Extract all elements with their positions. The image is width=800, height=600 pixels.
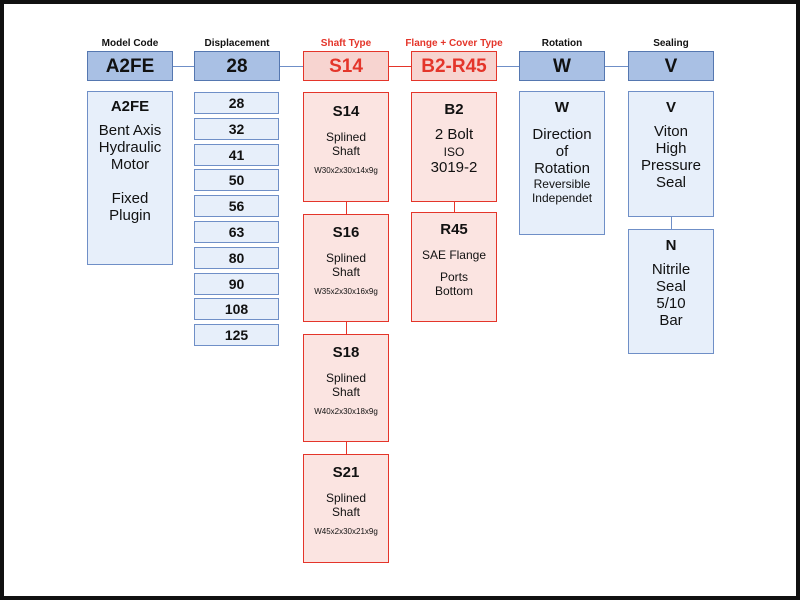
sealing-option-n: N Nitrile Seal 5/10 Bar xyxy=(628,229,714,354)
model-box-line: Motor xyxy=(110,156,150,173)
rotation-code: W xyxy=(554,99,570,116)
code-flange: B2-R45 xyxy=(411,51,497,81)
header-flange-cover-type: Flange + Cover Type xyxy=(405,38,503,49)
displacement-option: 125 xyxy=(194,324,279,347)
seal-line: Nitrile xyxy=(651,261,691,278)
connector-displacement-shaft xyxy=(280,66,303,67)
model-box-line: Hydraulic xyxy=(98,139,162,156)
sealing-option-v: V Viton High Pressure Seal xyxy=(628,91,714,217)
code-model: A2FE xyxy=(87,51,173,81)
connector-model-displacement xyxy=(173,66,194,67)
model-box-line: Fixed xyxy=(111,190,149,207)
seal-line: Pressure xyxy=(640,157,702,174)
shaft-line: Shaft xyxy=(331,265,361,279)
rotation-line: Direction xyxy=(532,126,592,143)
rotation-line: of xyxy=(555,143,569,160)
code-sealing: V xyxy=(628,51,714,81)
shaft-option-s18: S18 Splined Shaft W40x2x30x18x9g xyxy=(303,334,389,442)
flange-line: Ports xyxy=(439,270,468,284)
seal-code: N xyxy=(665,237,677,254)
displacement-option: 50 xyxy=(194,169,279,192)
model-box-line: Plugin xyxy=(109,207,151,224)
seal-line: 5/10 xyxy=(656,295,686,312)
displacement-option: 90 xyxy=(194,272,279,295)
header-rotation: Rotation xyxy=(541,38,583,49)
displacement-option: 63 xyxy=(194,221,279,243)
flange-line: 2 Bolt xyxy=(434,126,474,143)
shaft-option-s14: S14 Splined Shaft W30x2x30x14x9g xyxy=(303,92,389,202)
shaft-option-s21: S21 Splined Shaft W45x2x30x21x9g xyxy=(303,454,389,563)
code-displacement: 28 xyxy=(194,51,280,81)
shaft-line: Shaft xyxy=(331,144,361,158)
displacement-option: 41 xyxy=(194,143,279,166)
shaft-spec: W45x2x30x21x9g xyxy=(314,527,378,536)
sealing-connector xyxy=(671,217,672,229)
rotation-line: Independet xyxy=(531,191,593,205)
shaft-code: S16 xyxy=(332,224,360,241)
shaft-line: Shaft xyxy=(331,385,361,399)
seal-line: Bar xyxy=(659,312,683,329)
shaft-line: Splined xyxy=(325,371,367,385)
header-model-code: Model Code xyxy=(101,38,159,49)
shaft-line: Splined xyxy=(325,251,367,265)
shaft-line: Splined xyxy=(325,491,367,505)
shaft-connector xyxy=(346,322,347,334)
displacement-option: 80 xyxy=(194,246,279,269)
seal-line: Seal xyxy=(655,174,687,191)
code-shaft: S14 xyxy=(303,51,389,81)
connector-rotation-sealing xyxy=(605,66,628,67)
shaft-spec: W35x2x30x16x9g xyxy=(314,287,378,296)
model-box-title: A2FE xyxy=(110,98,150,115)
code-rotation: W xyxy=(519,51,605,81)
model-description-box: A2FE Bent Axis Hydraulic Motor Fixed Plu… xyxy=(87,91,173,265)
shaft-line: Splined xyxy=(325,130,367,144)
shaft-connector xyxy=(346,202,347,214)
flange-line: 3019-2 xyxy=(430,159,478,176)
seal-code: V xyxy=(665,99,676,116)
flange-code: B2 xyxy=(444,101,464,118)
rotation-description-box: W Direction of Rotation Reversible Indep… xyxy=(519,91,605,235)
flange-connector xyxy=(454,202,455,212)
model-box-line: Bent Axis xyxy=(98,122,162,139)
displacement-option: 56 xyxy=(194,195,279,218)
shaft-code: S14 xyxy=(332,103,360,120)
flange-line: SAE Flange xyxy=(421,248,487,262)
displacement-option: 108 xyxy=(194,298,279,321)
connector-shaft-flange xyxy=(389,66,411,67)
flange-option-b2: B2 2 Bolt ISO 3019-2 xyxy=(411,92,497,202)
seal-line: High xyxy=(655,140,687,157)
flange-code: R45 xyxy=(440,221,468,238)
shaft-spec: W40x2x30x18x9g xyxy=(314,407,378,416)
seal-line: Seal xyxy=(655,278,687,295)
shaft-spec: W30x2x30x14x9g xyxy=(314,166,378,175)
rotation-line: Reversible xyxy=(533,177,591,191)
displacement-option: 32 xyxy=(194,117,279,140)
header-displacement: Displacement xyxy=(204,38,270,49)
connector-flange-rotation xyxy=(497,66,519,67)
header-sealing: Sealing xyxy=(653,38,689,49)
flange-line: Bottom xyxy=(434,284,473,298)
shaft-connector xyxy=(346,442,347,454)
flange-line: ISO xyxy=(443,145,465,159)
shaft-code: S18 xyxy=(332,344,360,361)
shaft-line: Shaft xyxy=(331,505,361,519)
header-shaft-type: Shaft Type xyxy=(320,38,372,49)
flange-option-r45: R45 SAE Flange Ports Bottom xyxy=(411,212,497,322)
shaft-option-s16: S16 Splined Shaft W35x2x30x16x9g xyxy=(303,214,389,322)
rotation-line: Rotation xyxy=(534,160,590,177)
shaft-code: S21 xyxy=(332,464,360,481)
seal-line: Viton xyxy=(654,123,688,140)
displacement-option: 28 xyxy=(194,92,279,114)
